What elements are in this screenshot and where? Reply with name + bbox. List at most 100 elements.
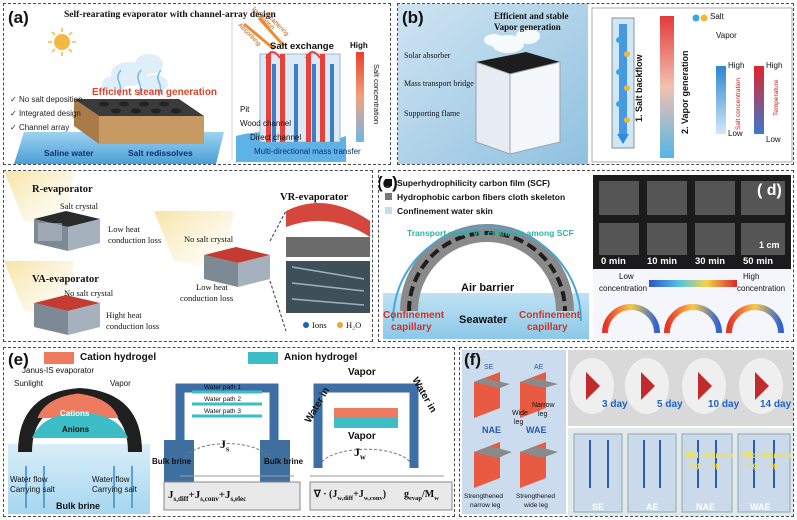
conc-low: Low (619, 272, 634, 281)
panel-f: (f) SE AE Wide leg Narrow leg NAE WAE St… (459, 347, 794, 517)
vapor-mid-label: Vapor (348, 431, 376, 442)
wae-label: WAE (526, 425, 547, 435)
panel-d-label: ( d) (757, 182, 782, 199)
va-no-crystal: No salt crystal (64, 288, 114, 298)
carrying-2: Carrying salt (92, 485, 137, 494)
va-loss-1: Hight heat (106, 310, 142, 320)
wae-leg-leg: leg leg (746, 461, 779, 470)
panel-e: (e) Cation hydrogel Anion hydrogel Janus… (3, 347, 455, 517)
vr-evap-title: VR-evaporator (280, 192, 349, 203)
water-flow-2: Water flow (92, 475, 130, 484)
js-formula: Js,diff+Js,conv+Js,elec (168, 489, 247, 504)
r-loss-2: conduction loss (108, 235, 162, 245)
panel-b-label: (b) (402, 8, 424, 27)
cations-label: Cations (60, 409, 90, 418)
time-30: 30 min (695, 256, 726, 267)
panel-f-label: (f) (464, 350, 481, 369)
carrying-1: Carrying salt (10, 485, 55, 494)
cap-right-2: capillary (527, 322, 568, 333)
water-path-2: Water path 2 (204, 396, 241, 403)
salt-high: High (728, 61, 745, 70)
cap-right-1: Confinement (519, 310, 581, 321)
high-label-a: High (350, 41, 368, 50)
vaporgen-label: 2. Vapor generation (680, 50, 690, 134)
multi-label: Multi-directional mass transfer (254, 147, 361, 156)
wide-label-f: Wide (512, 410, 528, 417)
water-path-1: Water path 1 (204, 384, 241, 391)
salt-conc-label-a: Salt concentration (372, 64, 381, 125)
day-5: 5 day (657, 399, 683, 410)
panel-e-art (8, 352, 453, 514)
evaporators-art (4, 171, 370, 335)
salt-legend: Salt (710, 12, 724, 21)
vapor-left-label: Vapor (110, 379, 131, 388)
bulk-brine-label: Bulk brine (56, 501, 101, 511)
checklist-item-2: ✓ Integrated design (10, 109, 81, 118)
anions-label: Anions (62, 425, 90, 434)
legend-skin: Confinement water skin (397, 206, 493, 216)
backflow-label: 1. Salt backflow (634, 54, 644, 122)
saline-label: Saline water (44, 148, 94, 158)
vr-loss-1: Low heat (196, 282, 228, 292)
strength-narrow-1: Strengthened (464, 493, 504, 500)
panel-a-art (14, 12, 364, 164)
jw-formula-head: ∇ · (J (314, 489, 338, 500)
time-0: 0 min (601, 256, 626, 267)
va-loss-2: conduction loss (106, 321, 160, 331)
water-path-3: Water path 3 (204, 408, 241, 415)
checklist-text-1: No salt deposition (18, 95, 83, 104)
steam-label: Efficient steam generation (92, 87, 218, 98)
anion-legend: Anion hydrogel (284, 352, 358, 363)
temp-low: Low (766, 135, 781, 144)
nae-leg-leg: leg leg (688, 461, 721, 470)
panel-evaporators: R-evaporator Salt crystal Low heat condu… (3, 170, 373, 342)
day-10: 10 day (708, 399, 740, 410)
panel-a-title: Self-rearating evaporator with channel-a… (64, 10, 276, 20)
panel-a-label: (a) (8, 8, 29, 27)
narrow-label-f: Narrow (532, 402, 555, 409)
panel-a: (a) Self-rearating evaporator with chann… (3, 3, 391, 165)
js-sub: s (226, 444, 230, 454)
supporting-label: Supporting flame (404, 109, 460, 118)
conc-right: concentration (737, 284, 786, 293)
ions-legend: Ions (312, 320, 327, 330)
bottle-nae: NAE (696, 502, 716, 512)
jw-sub: w (360, 452, 366, 462)
h2o-legend: H₂O (346, 320, 362, 330)
solar-absorber-label: Solar absorber (404, 51, 451, 60)
panel-b: (b) Efficient and stable Vapor generatio… (397, 3, 794, 165)
panel-f-art (462, 350, 793, 516)
r-loss-1: Low heat (108, 224, 140, 234)
nae-wide-narrow: Wide Narrow (684, 451, 733, 460)
gevap-head: g (404, 489, 409, 500)
ae-label: AE (534, 364, 544, 371)
sunlight-label: Sunlight (14, 379, 43, 388)
panel-c: (c) Superhydrophilicity carbon film (SCF… (378, 170, 794, 342)
va-evap-title: VA-evaporator (32, 274, 99, 285)
time-10: 10 min (647, 256, 678, 267)
salt-conc-axis-b: Salt concentration (735, 77, 742, 130)
redissolve-label: Salt redissolves (128, 148, 193, 158)
vr-loss-2: conduction loss (180, 293, 234, 303)
r-evap-title: R-evaporator (32, 184, 93, 195)
se-label: SE (484, 364, 494, 371)
strength-wide-2: wide leg (524, 502, 548, 509)
r-salt-crystal: Salt crystal (60, 201, 99, 211)
panel-b-title-2: Vapor generation (494, 22, 561, 32)
time-50: 50 min (743, 256, 774, 267)
day-3: 3 day (602, 399, 628, 410)
panel-b-art (398, 4, 793, 164)
pit-label: Pit (240, 105, 250, 114)
conc-high: High (743, 272, 760, 281)
water-flow-1: Water flow (10, 475, 48, 484)
mass-transport-label: Mass transport bridge (404, 79, 474, 88)
panel-e-label: (e) (8, 350, 29, 369)
jw-formula: ∇ · (Jw,diff+Jw,conv) (314, 489, 387, 502)
jw-label: Jw (354, 446, 366, 461)
bottle-ae: AE (646, 502, 659, 512)
bottle-wae: WAE (750, 502, 771, 512)
checklist-item-1: ✓ No salt deposition (10, 95, 83, 104)
checklist-item-3: ✓ Channel array (10, 123, 70, 132)
day-14: 14 day (760, 399, 792, 410)
panel-c-label: (c) (378, 173, 398, 192)
